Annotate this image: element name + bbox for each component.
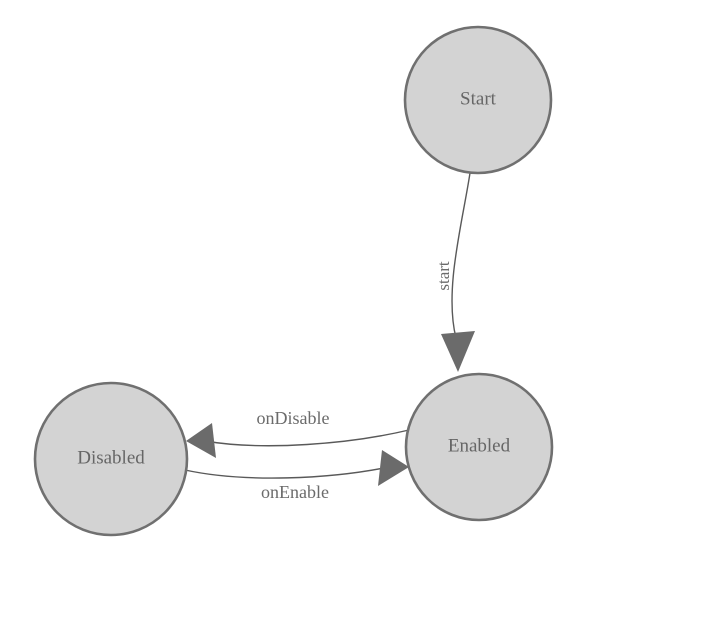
arrowhead-icon-on-disable bbox=[186, 423, 216, 458]
node-enabled-circle bbox=[404, 372, 554, 522]
node-start-circle bbox=[403, 25, 553, 175]
node-enabled[interactable]: Enabled bbox=[404, 372, 554, 522]
node-start-label: Start bbox=[460, 88, 497, 109]
edge-path-start bbox=[451, 172, 471, 339]
edge-label-on-enable: onEnable bbox=[261, 482, 329, 502]
node-start[interactable]: Start bbox=[403, 25, 553, 175]
edge-label-on-disable: onDisable bbox=[257, 408, 330, 428]
arrowhead-icon-start bbox=[441, 331, 475, 372]
edge-enabled-to-disabled[interactable]: onDisable bbox=[186, 408, 410, 458]
node-disabled-circle bbox=[33, 381, 189, 537]
arrowhead-icon-on-enable bbox=[378, 450, 409, 486]
edge-path-on-enable bbox=[184, 466, 390, 479]
edge-path-on-disable bbox=[204, 429, 410, 447]
node-disabled-label: Disabled bbox=[77, 447, 145, 468]
edge-label-start: start bbox=[434, 261, 453, 291]
node-disabled[interactable]: Disabled bbox=[33, 381, 189, 537]
node-enabled-label: Enabled bbox=[448, 435, 511, 456]
edge-disabled-to-enabled[interactable]: onEnable bbox=[184, 450, 409, 502]
edge-start-to-enabled[interactable]: start bbox=[434, 172, 475, 372]
